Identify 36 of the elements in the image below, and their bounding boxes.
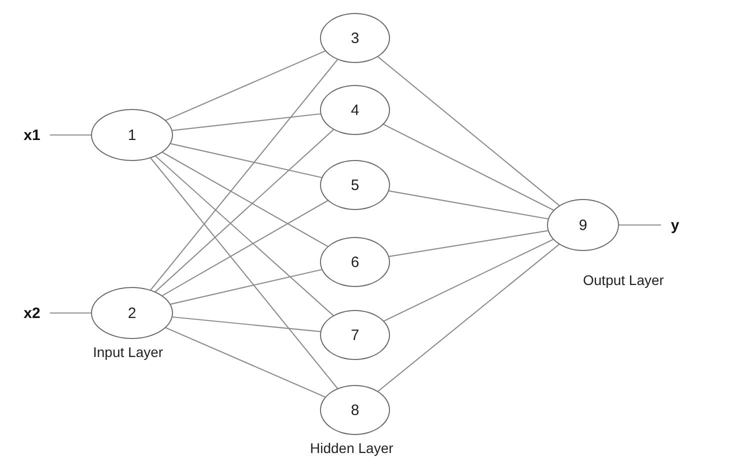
connection-line	[172, 316, 320, 332]
connection-line	[384, 238, 554, 322]
neuron-circle: 7	[320, 310, 390, 360]
connection-line	[166, 327, 326, 398]
connection-line	[378, 244, 560, 392]
connection-line	[383, 124, 554, 211]
neuron-circle: 2	[91, 287, 173, 339]
connection-line	[162, 200, 328, 296]
connection-line	[170, 269, 322, 305]
neuron-circle: 6	[320, 237, 390, 287]
connection-line	[388, 190, 548, 220]
neuron-circle: 9	[547, 199, 619, 251]
connection-line	[50, 134, 91, 136]
layer-label: Output Layer	[583, 272, 664, 288]
connection-line	[155, 129, 334, 292]
neuron-circle: 1	[91, 109, 173, 161]
connection-line	[389, 230, 548, 257]
variable-label: y	[665, 215, 685, 235]
variable-label: x1	[18, 125, 46, 145]
connection-line	[150, 158, 338, 389]
connection-line	[166, 50, 326, 121]
neuron-circle: 4	[320, 85, 390, 135]
layer-label: Hidden Layer	[310, 440, 394, 456]
connection-line	[378, 56, 560, 206]
connection-line	[150, 59, 338, 290]
connection-line	[50, 312, 91, 314]
connection-line	[162, 152, 328, 247]
connection-line	[619, 224, 661, 226]
connection-line	[172, 113, 320, 132]
neuron-circle: 3	[320, 13, 390, 63]
connection-line	[155, 156, 334, 316]
connection-line	[170, 143, 322, 178]
neuron-circle: 5	[320, 160, 390, 210]
neuron-circle: 8	[320, 385, 390, 435]
layer-label: Input Layer	[93, 344, 164, 360]
variable-label: x2	[18, 303, 46, 323]
